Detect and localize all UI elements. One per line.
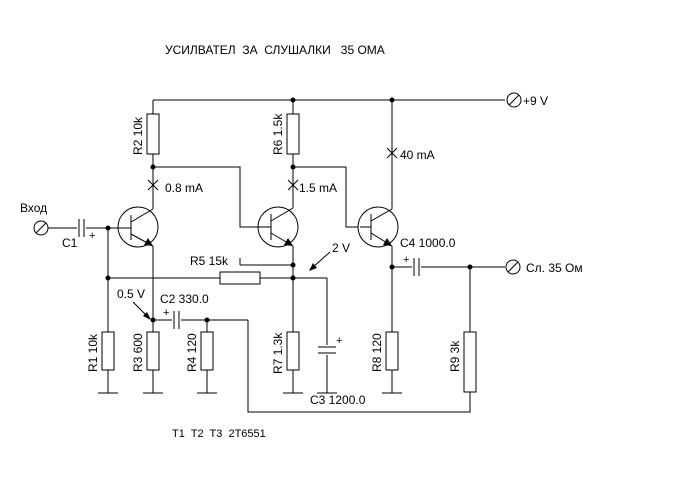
resistor-r8: R8 120 xyxy=(370,331,399,372)
capacitor-c1: C1 + xyxy=(62,219,95,250)
current-mark-t2: 1.5 mA xyxy=(287,179,337,195)
capacitor-c4: C4 1000.0 + xyxy=(400,236,456,276)
schematic-title: УСИЛВАТЕЛ ЗА СЛУШАЛКИ 35 ОМА xyxy=(165,43,385,57)
r4-label: R4 120 xyxy=(185,333,199,372)
r9-label: R9 3k xyxy=(448,340,462,372)
c4-label: C4 1000.0 xyxy=(400,236,456,250)
capacitor-c3: + C3 1200.0 xyxy=(310,335,366,407)
supply-terminal: +9 V xyxy=(506,92,548,108)
supply-rail xyxy=(153,97,505,103)
r2-label: R2 10k xyxy=(131,116,145,155)
c1-label: C1 xyxy=(62,236,78,250)
t1-current-label: 0.8 mA xyxy=(165,181,203,195)
r7-label: R7 1.3k xyxy=(271,332,285,374)
resistor-r1: R1 10k xyxy=(86,331,115,372)
voltage-t2-emitter: 2 V xyxy=(309,241,350,271)
current-mark-t1: 0.8 mA xyxy=(147,179,203,195)
c4-plus: + xyxy=(403,254,409,266)
t3-current-label: 40 mA xyxy=(400,148,435,162)
output-label: Сл. 35 Ом xyxy=(526,261,583,275)
transistor-t1 xyxy=(117,206,159,248)
resistor-r3: R3 600 xyxy=(131,331,160,372)
output-terminal: Сл. 35 Ом xyxy=(505,259,583,275)
input-terminal: Вход xyxy=(20,201,49,236)
resistor-r2: R2 10k xyxy=(131,113,160,155)
current-mark-t3: 40 mA xyxy=(386,147,435,162)
resistor-r4: R4 120 xyxy=(185,331,214,372)
c2-label: C2 330.0 xyxy=(160,292,209,306)
r8-label: R8 120 xyxy=(370,333,384,372)
t2-current-label: 1.5 mA xyxy=(299,181,337,195)
r6-label: R6 1.5k xyxy=(271,113,285,155)
c2-plus: + xyxy=(163,307,169,319)
r5-label: R5 15k xyxy=(190,254,229,268)
c3-plus: + xyxy=(336,335,342,347)
transistor-t2 xyxy=(257,206,299,248)
input-label: Вход xyxy=(20,201,47,215)
c3-label: C3 1200.0 xyxy=(310,393,366,407)
voltage-t1-emitter: 0.5 V xyxy=(117,287,151,320)
capacitor-c2: C2 330.0 + xyxy=(160,292,209,329)
transistor-note: T1 T2 T3 2T6551 xyxy=(172,428,266,440)
resistor-r6: R6 1.5k xyxy=(271,113,300,155)
resistor-r5: R5 15k xyxy=(190,254,261,285)
r3-label: R3 600 xyxy=(131,333,145,372)
supply-label: +9 V xyxy=(523,94,548,108)
resistor-r7: R7 1.3k xyxy=(271,331,300,374)
resistor-r9: R9 3k xyxy=(448,331,477,393)
c1-plus: + xyxy=(89,230,95,242)
t1-voltage-label: 0.5 V xyxy=(117,287,145,301)
transistor-t3 xyxy=(357,206,399,248)
r1-label: R1 10k xyxy=(86,333,100,372)
t2-voltage-label: 2 V xyxy=(332,241,350,255)
